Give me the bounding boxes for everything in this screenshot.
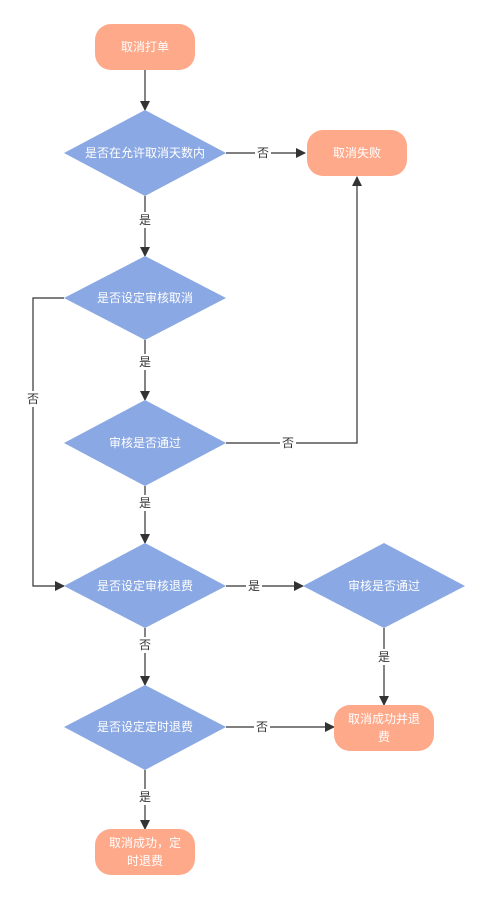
edge-pass-no-to-fail (226, 176, 362, 444)
edge-label-review-cancel-yes: 是 (139, 355, 151, 369)
edge-label-pass-yes: 是 (139, 496, 151, 510)
decision-review-pass-2-label: 审核是否通过 (348, 578, 420, 593)
edge-label-review-refund-yes: 是 (248, 579, 260, 593)
edge-review-cancel-no-to-review-refund (32, 297, 65, 591)
edge-label-timed-yes: 是 (139, 790, 151, 804)
start-node: 取消打单 (95, 24, 195, 70)
decision-review-pass-label: 审核是否通过 (109, 435, 181, 450)
decision-review-refund-label: 是否设定审核退费 (97, 578, 193, 593)
edge-label-days-yes: 是 (139, 213, 151, 227)
decision-timed-refund-label: 是否设定定时退费 (97, 719, 193, 734)
edges: 否 是 否 是 否 是 是 是 否 否 是 (25, 70, 392, 830)
decision-review-cancel-label: 是否设定审核取消 (97, 290, 193, 305)
success-refund-label-line-1: 取消成功并退 (348, 712, 420, 726)
fail-node: 取消失败 (307, 130, 407, 176)
success-timed-label-line-2: 时退费 (127, 854, 163, 868)
success-refund-label-line-2: 费 (378, 730, 390, 744)
edge-label-review-refund-no: 否 (139, 638, 151, 652)
edge-label-days-no: 否 (257, 146, 269, 160)
decision-review-pass: 审核是否通过 (64, 400, 226, 486)
decision-review-pass-2: 审核是否通过 (303, 543, 465, 628)
success-timed-node: 取消成功，定 时退费 (95, 829, 195, 875)
decision-within-days: 是否在允许取消天数内 (64, 110, 226, 196)
decision-review-cancel: 是否设定审核取消 (64, 256, 226, 340)
decision-review-refund: 是否设定审核退费 (64, 543, 226, 628)
edge-label-pass-no: 否 (282, 436, 294, 450)
edge-label-review-cancel-no: 否 (27, 392, 39, 406)
edge-label-timed-no: 否 (256, 720, 268, 734)
edge-label-pass-2-yes: 是 (378, 650, 390, 664)
decision-within-days-label: 是否在允许取消天数内 (85, 145, 205, 160)
start-node-label: 取消打单 (121, 40, 169, 54)
success-timed-label-line-1: 取消成功，定 (109, 835, 181, 850)
fail-node-label: 取消失败 (333, 145, 381, 160)
nodes: 取消打单 是否在允许取消天数内 取消失败 是否设定审核取消 审核是否通过 是否设… (64, 24, 465, 875)
success-refund-node: 取消成功并退 费 (334, 705, 434, 751)
decision-timed-refund: 是否设定定时退费 (64, 685, 226, 770)
